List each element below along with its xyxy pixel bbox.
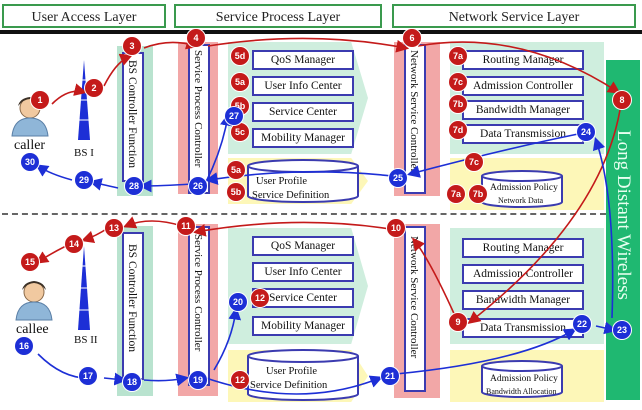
bs-controller-function-bottom: BS Controller Function bbox=[122, 232, 144, 380]
header-rule bbox=[0, 30, 642, 34]
user-info-center-top: User Info Center bbox=[252, 76, 354, 96]
step-badge-18: 18 bbox=[123, 373, 141, 391]
callee-person-icon bbox=[15, 281, 53, 321]
step-badge-29: 29 bbox=[75, 171, 93, 189]
bandwidth-manager-bottom: Bandwidth Manager bbox=[462, 290, 584, 310]
section-divider bbox=[2, 213, 606, 215]
qos-manager-top: QoS Manager bbox=[252, 50, 354, 70]
admission-controller-top: Admission Controller bbox=[462, 76, 584, 96]
step-badge-6: 6 bbox=[403, 29, 421, 47]
step-badge-4: 4 bbox=[187, 29, 205, 47]
network-service-controller-top: Network Service Controller bbox=[404, 44, 426, 194]
bandwidth-allocation-label-bottom: Bandwidth Allocation bbox=[486, 387, 557, 396]
step-badge-12: 12 bbox=[251, 289, 269, 307]
mobility-manager-bottom: Mobility Manager bbox=[252, 316, 354, 336]
long-distant-wireless-panel: Long Distant Wireless bbox=[606, 60, 640, 400]
step-badge-30: 30 bbox=[21, 153, 39, 171]
service-process-controller-top: Service Process Controller bbox=[188, 44, 210, 194]
step-badge-22: 22 bbox=[573, 315, 591, 333]
step-badge-1: 1 bbox=[31, 91, 49, 109]
step-badge-7a: 7a bbox=[449, 47, 467, 65]
step-badge-7c2: 7c bbox=[465, 153, 483, 171]
step-badge-7c: 7c bbox=[449, 73, 467, 91]
step-badge-14: 14 bbox=[65, 235, 83, 253]
nsc-label-top: Network Service Controller bbox=[408, 50, 420, 173]
data-transmission-top: Data Transmission bbox=[462, 124, 584, 144]
step-badge-19: 19 bbox=[189, 371, 207, 389]
nsc-label-bottom: Network Service Controller bbox=[408, 236, 420, 359]
admission-controller-bottom: Admission Controller bbox=[462, 264, 584, 284]
step-badge-3: 3 bbox=[123, 37, 141, 55]
service-definition-label-top: Service Definition bbox=[252, 190, 330, 201]
bandwidth-manager-top: Bandwidth Manager bbox=[462, 100, 584, 120]
service-center-bottom: Service Center bbox=[252, 288, 354, 308]
step-badge-17: 17 bbox=[79, 367, 97, 385]
service-process-controller-bottom: Service Process Controller bbox=[188, 226, 210, 386]
step-badge-21: 21 bbox=[381, 367, 399, 385]
service-center-top: Service Center bbox=[252, 102, 354, 122]
step-badge-28: 28 bbox=[125, 177, 143, 195]
arrow-29 bbox=[35, 164, 73, 181]
bs-controller-function-top: BS Controller Function bbox=[122, 52, 144, 182]
user-info-center-bottom: User Info Center bbox=[252, 262, 354, 282]
arrow-28 bbox=[88, 178, 119, 191]
admission-policy-label-bottom: Admission Policy bbox=[490, 374, 558, 384]
step-badge-7d: 7d bbox=[449, 121, 467, 139]
step-badge-5d: 5d bbox=[231, 47, 249, 65]
step-badge-10: 10 bbox=[387, 219, 405, 237]
step-badge-9: 9 bbox=[449, 313, 467, 331]
step-badge-26: 26 bbox=[189, 177, 207, 195]
spc-label-top: Service Process Controller bbox=[192, 50, 204, 168]
step-badge-11: 11 bbox=[177, 217, 195, 235]
caller-label: caller bbox=[14, 138, 46, 153]
spc-label-bottom: Service Process Controller bbox=[192, 234, 204, 352]
step-badge-8: 8 bbox=[613, 91, 631, 109]
mobility-manager-top: Mobility Manager bbox=[252, 128, 354, 148]
arrow-14 bbox=[35, 245, 67, 264]
step-badge-5a: 5a bbox=[231, 73, 249, 91]
routing-manager-top: Routing Manager bbox=[462, 50, 584, 70]
long-distant-wireless-label: Long Distant Wireless bbox=[613, 130, 634, 300]
step-badge-25: 25 bbox=[389, 169, 407, 187]
data-transmission-bottom: Data Transmission bbox=[462, 318, 584, 338]
header-network-service-layer: Network Service Layer bbox=[392, 4, 636, 28]
user-profile-label-top: User Profile bbox=[256, 176, 308, 187]
step-badge-7b: 7b bbox=[449, 95, 467, 113]
bs-tower-icon-top bbox=[78, 60, 90, 140]
admission-policy-label-top: Admission Policy bbox=[490, 183, 558, 193]
user-profile-label-bottom: User Profile bbox=[266, 366, 318, 377]
bs-tower-icon-bottom bbox=[78, 246, 90, 330]
step-badge-5c: 5c bbox=[231, 123, 249, 141]
step-badge-27: 27 bbox=[225, 107, 243, 125]
bs-i-label: BS I bbox=[74, 147, 94, 159]
qos-manager-bottom: QoS Manager bbox=[252, 236, 354, 256]
bs-ii-label: BS II bbox=[74, 334, 98, 346]
step-badge-12b: 12 bbox=[231, 371, 249, 389]
header-service-process-layer: Service Process Layer bbox=[174, 4, 382, 28]
step-badge-23: 23 bbox=[613, 321, 631, 339]
step-badge-24: 24 bbox=[577, 123, 595, 141]
step-badge-7b2: 7b bbox=[469, 185, 487, 203]
bs-controller-label-bottom: BS Controller Function bbox=[126, 244, 138, 352]
network-service-controller-bottom: Network Service Controller bbox=[404, 226, 426, 392]
arrow-1 bbox=[51, 83, 88, 105]
step-badge-15: 15 bbox=[21, 253, 39, 271]
bs-controller-label-top: BS Controller Function bbox=[126, 60, 138, 168]
network-data-label-top: Network Data bbox=[498, 196, 544, 205]
header-user-access-layer: User Access Layer bbox=[2, 4, 166, 28]
step-badge-16: 16 bbox=[15, 337, 33, 355]
step-badge-2: 2 bbox=[85, 79, 103, 97]
service-definition-label-bottom: Service Definition bbox=[250, 380, 328, 391]
step-badge-13: 13 bbox=[105, 219, 123, 237]
routing-manager-bottom: Routing Manager bbox=[462, 238, 584, 258]
step-badge-20: 20 bbox=[229, 293, 247, 311]
step-badge-7a2: 7a bbox=[447, 185, 465, 203]
step-badge-5a2: 5a bbox=[227, 161, 245, 179]
step-badge-5b2: 5b bbox=[227, 183, 245, 201]
callee-label: callee bbox=[16, 322, 49, 337]
